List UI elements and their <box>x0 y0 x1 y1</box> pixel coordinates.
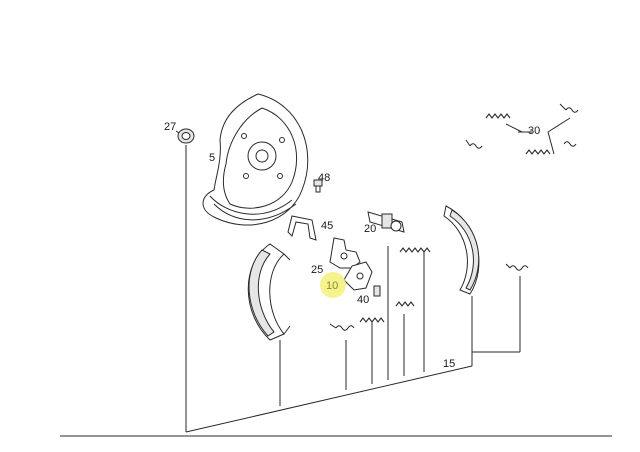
callout-27: 27 <box>164 121 176 133</box>
callout-48: 48 <box>318 172 330 184</box>
spring-lower-mid <box>395 301 415 307</box>
spring-lower-left <box>359 317 385 323</box>
right-brake-shoe <box>443 205 480 295</box>
callout-5: 5 <box>209 152 215 164</box>
spring-coil-right <box>505 263 529 271</box>
lever-part-25 <box>329 237 361 269</box>
callout-20: 20 <box>364 223 376 235</box>
callout-40: 40 <box>357 294 369 306</box>
left-brake-shoe <box>247 243 291 341</box>
spring-upper-mid <box>399 247 431 253</box>
spring-set-part-30 <box>465 103 579 155</box>
highlight-marker <box>320 272 346 298</box>
pin-part-40 <box>373 285 381 297</box>
callout-30: 30 <box>528 125 540 137</box>
adjuster-part-20 <box>367 211 405 233</box>
backing-plate-part-5 <box>202 93 309 226</box>
callout-15: 15 <box>443 358 455 370</box>
callout-25: 25 <box>311 264 323 276</box>
spring-coil-small <box>329 323 355 331</box>
bolt-part-48 <box>313 179 323 193</box>
callout-10: 10 <box>326 280 338 292</box>
adjuster-plate-part-10 <box>343 261 373 291</box>
bracket-part-45 <box>287 215 317 241</box>
callout-45: 45 <box>321 220 333 232</box>
bushing-part-27 <box>177 128 195 144</box>
